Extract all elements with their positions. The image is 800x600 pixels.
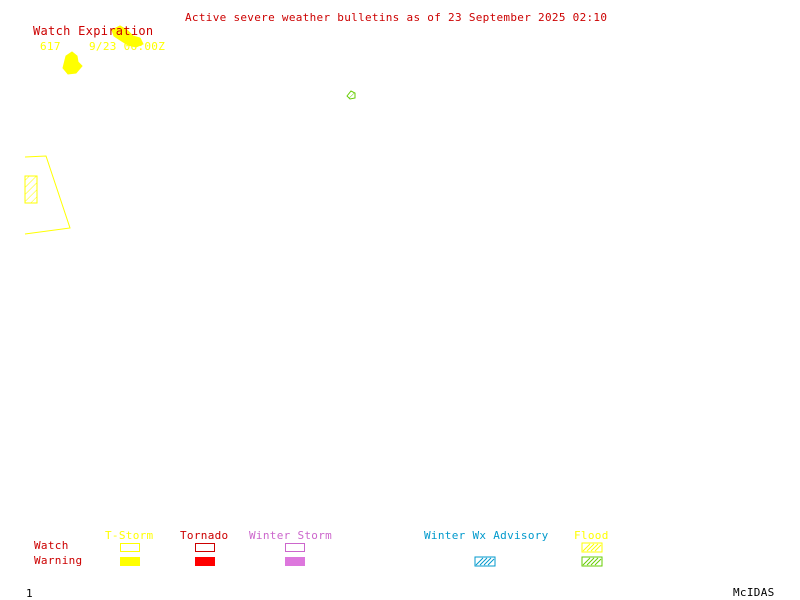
- flood-watch-area: [24, 175, 38, 204]
- watch-expiration-heading: Watch Expiration: [33, 24, 154, 38]
- flood-watch-swatch: [581, 542, 603, 553]
- flood-warning-area: [346, 90, 356, 100]
- flood-warning-swatch: [581, 556, 603, 567]
- legend-flood-label: Flood: [574, 529, 609, 542]
- legend-warning-row-label: Warning: [34, 554, 83, 567]
- winter-storm-watch-swatch: [285, 543, 305, 552]
- frame-number: 1: [26, 587, 33, 600]
- tstorm-warning-area: [62, 25, 144, 75]
- watch-number: 617: [40, 40, 61, 53]
- flood-watch-hatch: [582, 543, 602, 552]
- winter-storm-warning-swatch: [285, 557, 305, 566]
- tstorm-watch-swatch: [120, 543, 140, 552]
- bulletin-title: Active severe weather bulletins as of 23…: [185, 11, 608, 24]
- tornado-warning-swatch: [195, 557, 215, 566]
- tstorm-watch-617-outline: [24, 155, 71, 235]
- tstorm-warning-swatch: [120, 557, 140, 566]
- watch-expiry-time: 9/23 06:00Z: [89, 40, 166, 53]
- legend-winter-storm-label: Winter Storm: [249, 529, 333, 542]
- flood-warning-hatch: [582, 557, 602, 566]
- legend-tornado-label: Tornado: [180, 529, 229, 542]
- mcidas-brand: McIDAS: [733, 586, 775, 599]
- winter-wx-hatch: [475, 557, 495, 566]
- legend-winter-wx-advisory-label: Winter Wx Advisory: [424, 529, 549, 542]
- legend-tstorm-label: T-Storm: [105, 529, 154, 542]
- legend-watch-row-label: Watch: [34, 539, 69, 552]
- winter-wx-advisory-warning-swatch: [474, 556, 496, 567]
- tornado-watch-swatch: [195, 543, 215, 552]
